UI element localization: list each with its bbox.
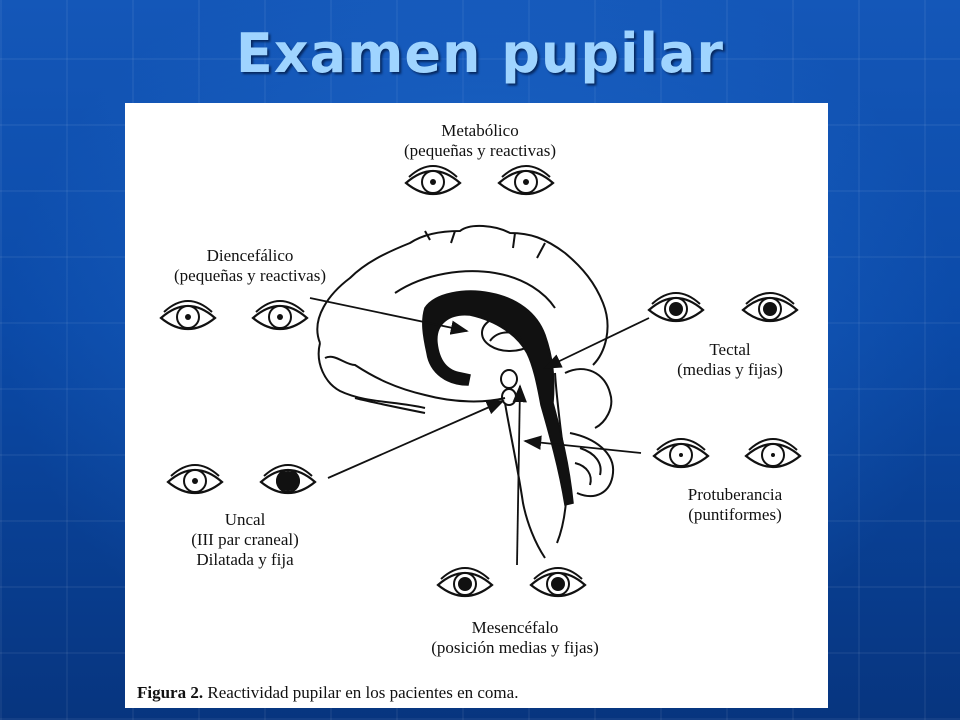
pupil-diagram (159, 164, 802, 598)
ventricle-shape (422, 290, 574, 506)
caption-text: Reactividad pupilar en los pacientes en … (203, 683, 519, 702)
label-name: Uncal (224, 510, 266, 529)
eye-icon (251, 299, 309, 331)
label-protuberancia: Protuberancia (puntiformes) (650, 485, 820, 525)
label-desc: (puntiformes) (688, 505, 782, 524)
label-desc-2: Dilatada y fija (196, 550, 294, 569)
label-name: Mesencéfalo (471, 618, 559, 637)
caption-prefix: Figura 2. (137, 683, 204, 702)
eye-icon (744, 437, 802, 469)
label-diencefalico: Diencefálico (pequeñas y reactivas) (135, 246, 365, 286)
arrows (309, 297, 650, 566)
eye-icon (436, 566, 494, 598)
eye-icon (741, 291, 799, 323)
label-tectal: Tectal (medias y fijas) (645, 340, 815, 380)
label-desc: (III par craneal) (191, 530, 299, 549)
eye-icon (652, 437, 710, 469)
label-metabolico: Metabólico (pequeñas y reactivas) (330, 121, 630, 161)
eye-icon (159, 299, 217, 331)
eye-icon (647, 291, 705, 323)
label-desc: (posición medias y fijas) (431, 638, 599, 657)
label-mesencefalo: Mesencéfalo (posición medias y fijas) (395, 618, 635, 658)
nuclei (489, 331, 522, 406)
eye-icon (529, 566, 587, 598)
figure-caption: Figura 2. Reactividad pupilar en los pac… (137, 683, 518, 703)
label-uncal: Uncal (III par craneal) Dilatada y fija (155, 510, 335, 570)
figure-panel: Metabólico (pequeñas y reactivas) Dience… (125, 103, 828, 708)
label-name: Metabólico (441, 121, 519, 140)
label-name: Protuberancia (687, 485, 783, 504)
label-name: Tectal (709, 340, 751, 359)
brain-sagittal-drawing (316, 225, 615, 559)
eye-icon (404, 164, 462, 196)
label-desc: (medias y fijas) (677, 360, 783, 379)
label-desc: (pequeñas y reactivas) (404, 141, 556, 160)
label-name: Diencefálico (206, 246, 294, 265)
label-desc: (pequeñas y reactivas) (174, 266, 326, 285)
eye-icon (497, 164, 555, 196)
slide-title: Examen pupilar (235, 22, 725, 85)
eye-icon (259, 463, 317, 495)
eye-icon (166, 463, 224, 495)
